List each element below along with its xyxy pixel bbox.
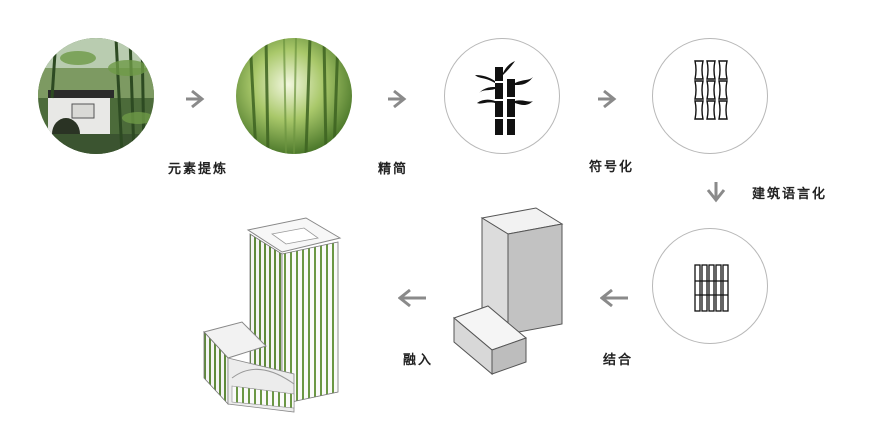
arrow-down (705, 180, 727, 206)
bamboo-segments-icon-circle (652, 38, 768, 154)
step-label-symbolize: 符号化 (589, 160, 635, 175)
step-label-simplify: 精简 (378, 162, 409, 177)
photo-bamboo-forest (236, 38, 352, 154)
bamboo-facade-building (198, 208, 348, 420)
bamboo-segments-icon (694, 60, 728, 120)
bamboo-icon (475, 61, 533, 135)
photo-bamboo-wall (38, 38, 154, 154)
step-label-element-extraction: 元素提炼 (168, 162, 229, 177)
arrow-left-2 (398, 287, 426, 309)
step-label-integrate: 融入 (403, 353, 434, 368)
step-label-architectural-language: 建筑语言化 (752, 187, 828, 202)
facade-strips-icon-circle (652, 228, 768, 344)
arrow-right-3 (598, 88, 624, 110)
arrow-right-1 (186, 88, 212, 110)
facade-strips-icon (694, 264, 729, 312)
step-label-combine: 结合 (603, 353, 634, 368)
arrow-right-2 (388, 88, 414, 110)
massing-model (440, 206, 570, 382)
bamboo-icon-circle (444, 38, 560, 154)
arrow-left-1 (600, 287, 628, 309)
